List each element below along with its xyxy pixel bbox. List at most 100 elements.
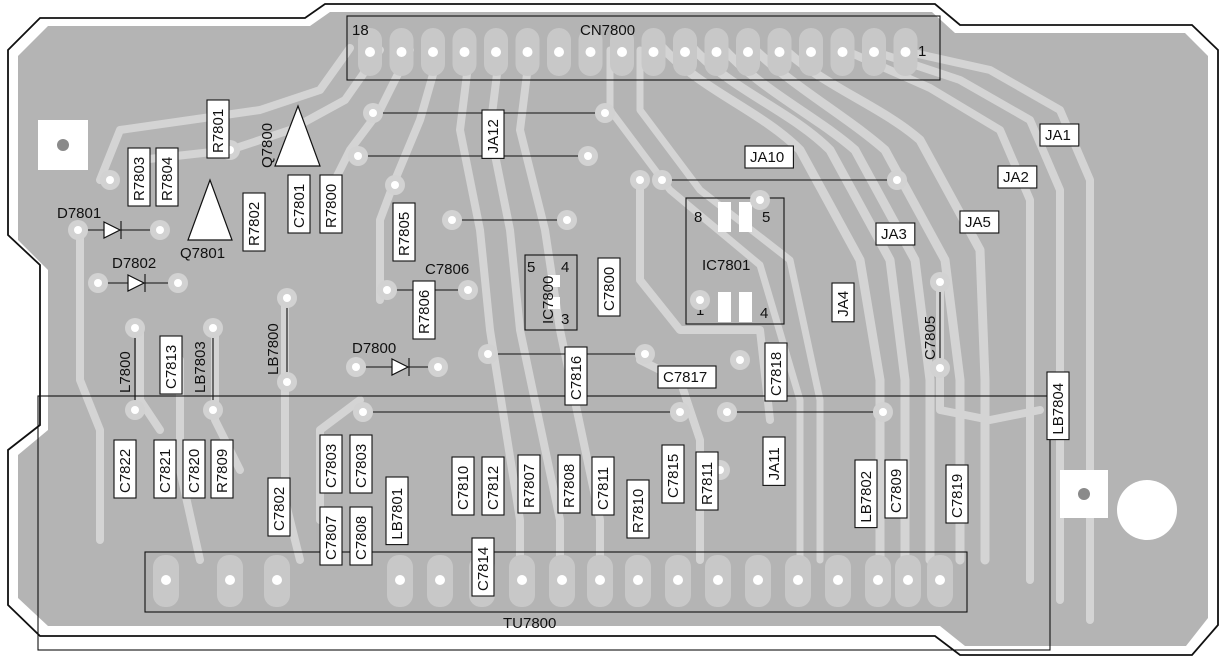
cn7800-pin-hole [648,47,659,57]
label-r7801: R7801 [206,99,230,159]
label-c7812: C7812 [481,456,505,516]
label-c7815: C7815 [661,444,685,504]
tu7800-pin-hole [595,575,605,585]
tu7800-pin-hole [272,575,282,585]
pad-hole [723,408,731,416]
label-text-c7814: C7814 [475,547,492,591]
label-r7804: R7804 [155,147,179,207]
label-c7808: C7808 [349,506,373,566]
label-text-lb7804: LB7804 [1050,383,1067,435]
pad-hole [131,406,139,414]
label-box-ja12 [481,109,505,159]
pad-hole [756,196,764,204]
ic7800-pin-4: 4 [561,259,569,276]
label-box-ja5 [959,210,1000,234]
svg-text:D7801: D7801 [57,205,101,222]
tu7800-pin-hole [395,575,405,585]
label-text-c7803-a: C7803 [323,444,340,488]
mounting-hole-left [57,139,69,151]
label-box-c7819 [945,464,969,524]
label-ja12: JA12 [481,109,505,159]
diode-d7801: D7801 [57,205,160,239]
label-text-r7808: R7808 [561,464,578,508]
cn7800-pin-hole [900,47,911,57]
pad-hole [106,176,114,184]
label-text-lb7801: LB7801 [389,488,406,540]
label-c7803-b: C7803 [349,434,373,494]
label-box-c7810 [451,456,475,516]
cn7800-pin-hole [806,47,816,57]
label-text-c7811: C7811 [595,467,612,510]
tu7800-pin-hole [713,575,723,585]
pad-hole [354,152,362,160]
cn7800-pin-hole [522,47,533,57]
label-box-ja2 [997,165,1038,189]
label-text-c7816: C7816 [568,356,585,400]
cn7800-pin-hole [365,47,375,57]
pad-hole [174,279,182,287]
label-text-c7812: C7812 [485,466,502,510]
label-c7802: C7802 [267,477,291,537]
label-text-c7802: C7802 [271,487,288,531]
label-text-c7806: C7806 [425,261,469,278]
label-c7814: C7814 [471,537,495,597]
cn7800-pin-hole [396,47,407,57]
through-hole-pads [68,103,950,480]
cn7800-pin-hole [459,47,470,57]
label-c7818: C7818 [764,342,788,402]
tu7800-pin-hole [935,575,945,585]
label-text-c7809: C7809 [888,469,905,513]
tu7800-pin-hole [435,575,445,585]
label-box-r7810 [626,479,650,539]
ic7801-label: IC7801 [702,257,750,274]
transistor-q7800: Q7800 [259,104,321,168]
label-ja11: JA11 [762,436,786,486]
ic7801: IC7801 8 5 1 4 [685,197,785,325]
tu7800-pin-hole [633,575,643,585]
label-box-ja10 [744,145,794,169]
diode-d7800: D7800 [352,340,438,376]
cn7800-pin-hole [743,47,753,57]
pad-hole [563,216,571,224]
label-ja2: JA2 [997,165,1038,189]
label-c7807: C7807 [319,506,343,566]
pad-hole [696,296,704,304]
dimension-lines [134,109,941,416]
label-text-ja3: JA3 [881,226,907,243]
transistor-q7801: Q7801 [180,178,233,262]
label-text-ja11: JA11 [766,447,783,480]
diode-d7802: D7802 [98,255,178,292]
label-box-lb7801 [385,476,409,546]
label-text-ja10: JA10 [750,149,784,166]
pad-hole [209,324,217,332]
cn7800-pin-hole [428,47,438,57]
tu7800-pin-hole [517,575,527,585]
label-box-c7801 [287,174,311,234]
tu7800-label: TU7800 [503,615,556,632]
label-text-c7819: C7819 [949,474,966,518]
label-box-r7806 [412,280,436,340]
cn7800-pin-hole [554,47,564,57]
label-lb7802: LB7802 [854,459,878,529]
label-ja5: JA5 [959,210,1000,234]
label-c7801: C7801 [287,174,311,234]
label-box-r7804 [155,147,179,207]
pad-hole [283,294,291,302]
label-r7803: R7803 [127,147,151,207]
label-ja3: JA3 [875,222,916,246]
pad-hole [601,109,609,117]
tu7800-pin-hole [903,575,913,585]
pad-hole [359,408,367,416]
label-c7822: C7822 [113,439,137,499]
pad-hole [383,286,391,294]
label-text-r7811: R7811 [699,462,716,505]
label-c7817: C7817 [657,365,717,389]
label-box-ja4 [831,282,855,323]
label-text-ja2: JA2 [1003,169,1029,186]
label-text-r7805: R7805 [396,212,413,256]
pad-hole [352,363,360,371]
label-box-r7811 [695,451,719,511]
label-c7821: C7821 [153,439,177,499]
cn7800-pin-hole [869,47,879,57]
